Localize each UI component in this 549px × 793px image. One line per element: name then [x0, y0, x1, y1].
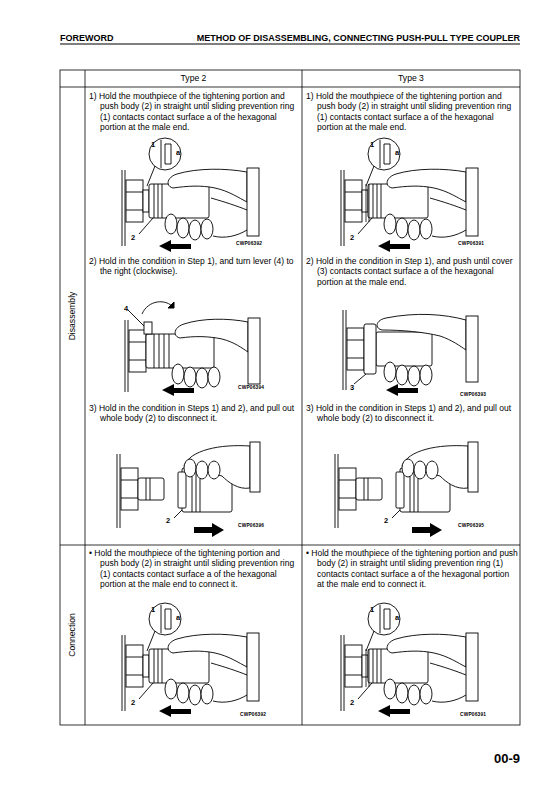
figure-code: CWP06392: [240, 712, 266, 717]
callout-number: a: [176, 613, 180, 622]
step-text: 3) Hold in the condition in Steps 1) and…: [89, 403, 300, 424]
lever-figure: [125, 302, 260, 396]
table-border: [60, 70, 520, 725]
figure-code: CWP06393: [460, 392, 486, 397]
cover-ring: [366, 184, 369, 222]
figure-code: CWP06391: [458, 241, 484, 246]
cover-ring: [366, 649, 369, 687]
push-figure: [122, 138, 259, 252]
pull-figure: [335, 442, 478, 537]
callout-number: a: [395, 148, 399, 157]
figure-code: CWP06394: [238, 385, 264, 390]
header-rule: [60, 43, 520, 44]
callout-number: 2: [166, 516, 170, 525]
table-rule: [60, 545, 520, 546]
figure-code: CWP06391: [460, 712, 486, 717]
row-header: Disassembly: [67, 292, 77, 341]
callout-number: 2: [350, 698, 354, 707]
callout-number: 1: [370, 140, 374, 149]
figure-code: CWP06392: [236, 241, 262, 246]
callout-number: a: [395, 613, 399, 622]
section-label: FOREWORD: [60, 33, 114, 43]
callout-number: 2: [384, 516, 388, 525]
step-text: 1) Hold the mouthpiece of the tightening…: [306, 91, 518, 133]
step-text: 3) Hold in the condition in Steps 1) and…: [306, 403, 518, 424]
page-number: 00-9: [494, 751, 520, 766]
table-rule: [302, 70, 303, 725]
callout-number: 2: [350, 233, 354, 242]
row-header: Connection: [67, 613, 77, 656]
callout-number: a: [176, 148, 180, 157]
column-header: Type 2: [85, 73, 302, 83]
step-text: 1) Hold the mouthpiece of the tightening…: [89, 91, 300, 133]
figure-code: CWP06395: [458, 523, 484, 528]
cover-figure: [343, 310, 478, 396]
column-header: Type 3: [302, 73, 520, 83]
callout-number: 1: [151, 605, 155, 614]
step-text: 2) Hold in the condition in Step 1), and…: [306, 256, 518, 287]
step-text: • Hold the mouthpiece of the tightening …: [89, 548, 300, 590]
table-rule: [85, 70, 86, 725]
callout-number: 3: [350, 383, 354, 392]
figure-code: CWP06396: [238, 523, 264, 528]
step-text: • Hold the mouthpiece of the tightening …: [306, 548, 518, 590]
page-rules: [60, 44, 520, 725]
pull-figure: [117, 442, 260, 537]
callout-number: 2: [131, 233, 135, 242]
step-text: 2) Hold in the condition in Step 1), and…: [89, 256, 300, 277]
table-rule: [60, 87, 520, 88]
push-figure: [341, 138, 478, 252]
callout-number: 2: [131, 698, 135, 707]
section-title: METHOD OF DISASSEMBLING, CONNECTING PUSH…: [197, 33, 520, 43]
push-figure: [341, 603, 478, 717]
callout-number: 1: [370, 605, 374, 614]
callout-number: 1: [151, 140, 155, 149]
push-figure: [122, 603, 259, 717]
callout-number: 4: [124, 304, 128, 313]
